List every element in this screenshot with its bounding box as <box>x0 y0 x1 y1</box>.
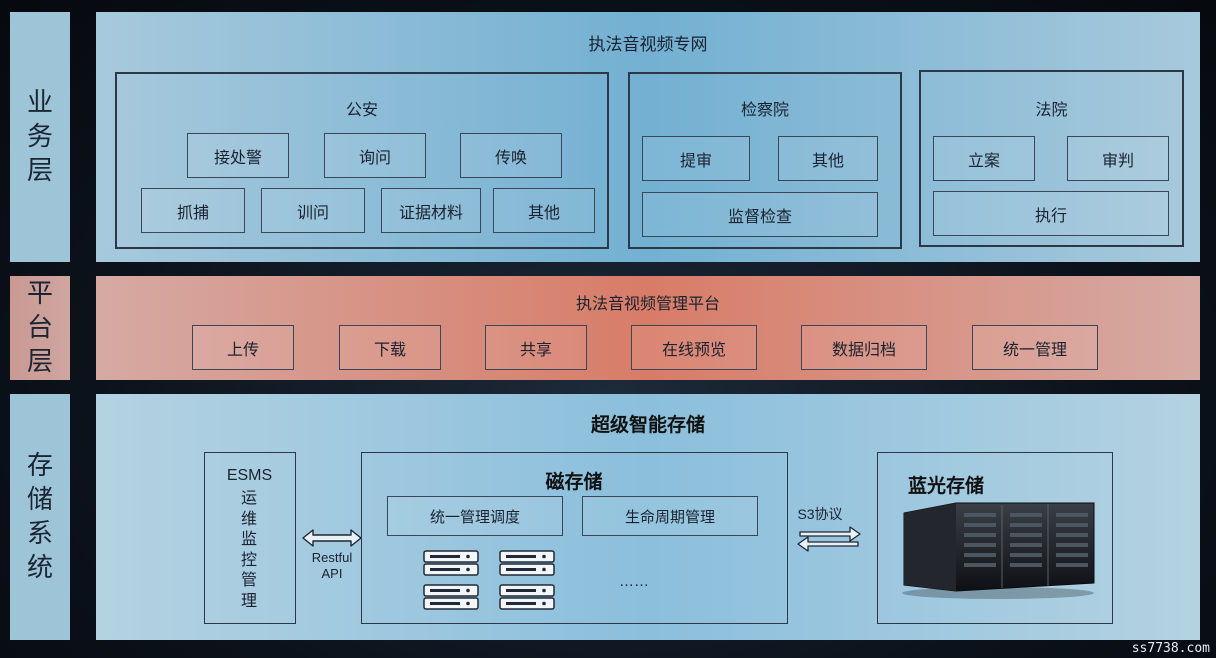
platform-panel: 执法音视频管理平台 上传 下载 共享 在线预览 数据归档 统一管理 <box>96 276 1200 380</box>
esms-desc: 运维监控管理 <box>240 490 257 610</box>
court-group: 法院 立案 审判 执行 <box>919 70 1184 247</box>
court-title: 法院 <box>1035 102 1068 119</box>
police-item-evidence: 证据材料 <box>381 188 481 233</box>
court-item-trial: 审判 <box>1067 136 1169 181</box>
watermark: ss7738.com <box>1131 641 1210 656</box>
procuratorate-title: 检察院 <box>740 102 789 119</box>
police-item-interrogation: 训问 <box>261 188 365 233</box>
s3-exchange-arrows-icon <box>797 526 861 552</box>
police-item-inquiry: 询问 <box>324 133 426 178</box>
magnetic-item-scheduling: 统一管理调度 <box>387 496 563 536</box>
layer-label-storage: 存储系统 <box>10 394 70 640</box>
business-title: 执法音视频专网 <box>588 35 708 54</box>
procuratorate-item-other: 其他 <box>778 136 878 181</box>
police-item-summon: 传唤 <box>460 133 562 178</box>
police-item-dispatch: 接处警 <box>187 133 289 178</box>
s3-protocol-label: S3协议 <box>797 506 843 522</box>
police-item-other: 其他 <box>493 188 595 233</box>
esms-box: ESMS 运维监控管理 <box>204 452 296 624</box>
storage-title: 超级智能存储 <box>590 415 705 436</box>
platform-item-unified-management: 统一管理 <box>972 325 1098 370</box>
platform-item-share: 共享 <box>485 325 587 370</box>
magnetic-item-lifecycle: 生命周期管理 <box>582 496 758 536</box>
server-rack-icon <box>423 550 555 610</box>
magnetic-ellipsis: …… <box>619 573 649 590</box>
procuratorate-item-supervision: 监督检查 <box>642 192 878 237</box>
optical-storage-box: 蓝光存储 <box>877 452 1113 624</box>
restful-line1: Restful <box>311 550 353 565</box>
esms-name: ESMS <box>226 467 273 484</box>
platform-item-download: 下载 <box>339 325 441 370</box>
bluray-cabinet-icon <box>902 502 1095 599</box>
court-item-filing: 立案 <box>933 136 1035 181</box>
police-title: 公安 <box>345 102 378 119</box>
layer-label-business: 业务层 <box>10 12 70 262</box>
magnetic-storage-box: 磁存储 统一管理调度 生命周期管理 <box>361 452 788 624</box>
platform-item-archive: 数据归档 <box>801 325 927 370</box>
restful-line2: API <box>321 566 343 581</box>
police-group: 公安 接处警 询问 传唤 抓捕 训问 证据材料 其他 <box>115 72 609 249</box>
optical-storage-title: 蓝光存储 <box>908 476 985 497</box>
storage-panel: 超级智能存储 ESMS 运维监控管理 Restful API 磁存储 统一管理调… <box>96 394 1200 640</box>
restful-double-arrow-icon <box>302 529 362 547</box>
platform-title: 执法音视频管理平台 <box>575 296 720 313</box>
layer-label-platform: 平台层 <box>10 276 70 380</box>
procuratorate-group: 检察院 提审 其他 监督检查 <box>628 72 902 249</box>
restful-label: Restful API <box>300 550 364 582</box>
procuratorate-item-arraign: 提审 <box>642 136 750 181</box>
business-panel: 执法音视频专网 公安 接处警 询问 传唤 抓捕 训问 证据材料 其他 检察院 提… <box>96 12 1200 262</box>
police-item-arrest: 抓捕 <box>141 188 245 233</box>
magnetic-storage-title: 磁存储 <box>545 472 603 493</box>
court-item-execution: 执行 <box>933 191 1169 236</box>
platform-item-preview: 在线预览 <box>631 325 757 370</box>
platform-item-upload: 上传 <box>192 325 294 370</box>
